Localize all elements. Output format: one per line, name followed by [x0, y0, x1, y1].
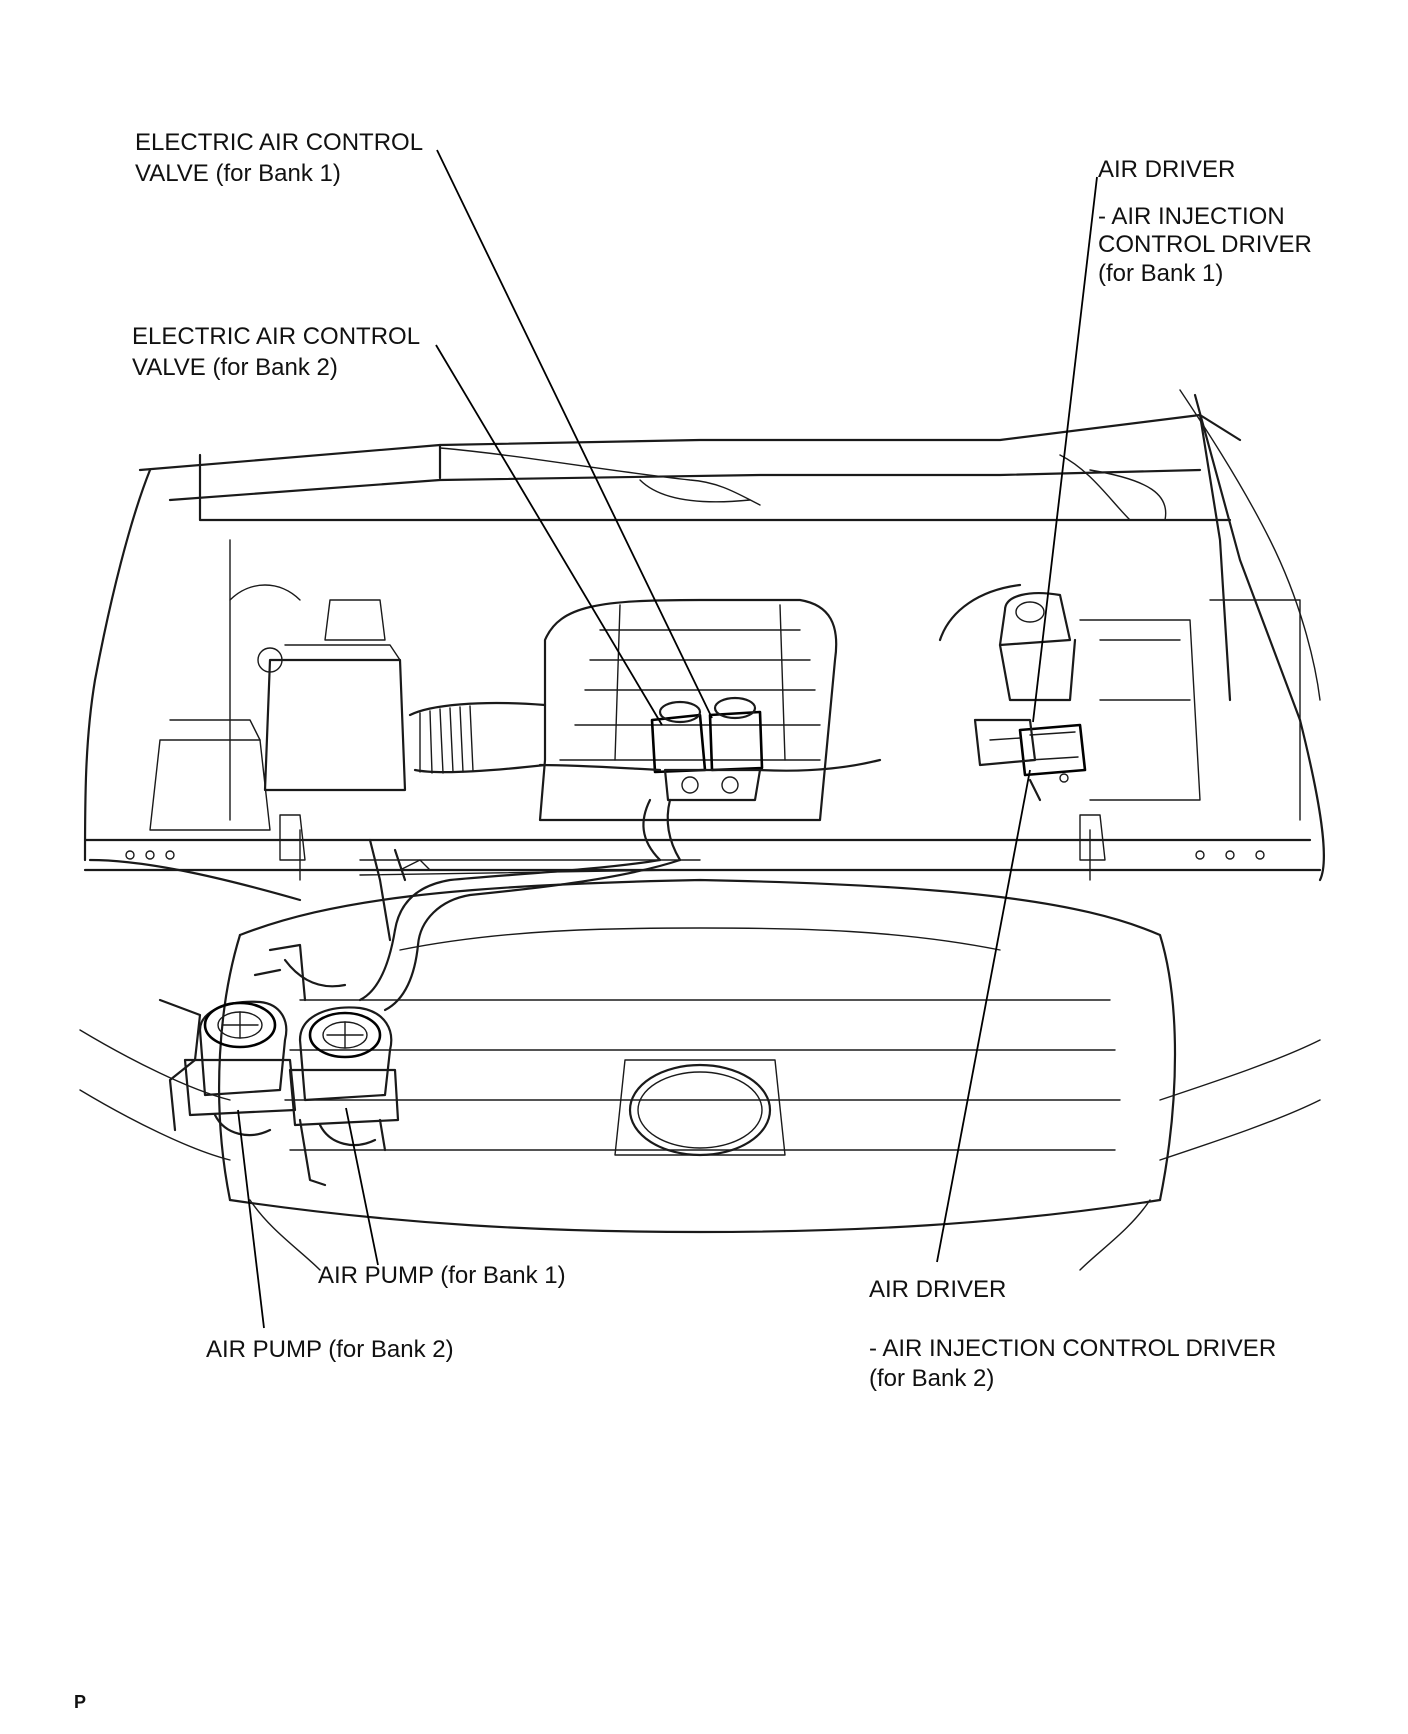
- footer-mark: P: [74, 1692, 87, 1712]
- label-pump-bank1: AIR PUMP (for Bank 1): [318, 1262, 566, 1289]
- label-valve-bank1-line2: VALVE (for Bank 1): [135, 160, 341, 187]
- label-driver-bank1-line2: - AIR INJECTION: [1098, 203, 1285, 230]
- label-driver-bank1-line1: AIR DRIVER: [1098, 156, 1236, 183]
- label-valve-bank2-line1: ELECTRIC AIR CONTROL: [132, 323, 421, 350]
- label-valve-bank2-line2: VALVE (for Bank 2): [132, 354, 338, 381]
- label-pump-bank2: AIR PUMP (for Bank 2): [206, 1336, 454, 1363]
- air-pumps-part: [158, 943, 400, 1187]
- label-driver-bank2-line1: AIR DRIVER: [869, 1276, 1007, 1303]
- label-driver-bank1-line4: (for Bank 1): [1098, 260, 1224, 287]
- label-driver-bank2-line3: (for Bank 2): [869, 1365, 995, 1392]
- label-driver-bank1-line3: CONTROL DRIVER: [1098, 231, 1312, 258]
- grille: [79, 878, 1321, 1271]
- label-valve-bank1-line1: ELECTRIC AIR CONTROL: [135, 129, 424, 156]
- air-driver-bank1-part: [973, 718, 1087, 802]
- radiator-support: [83, 814, 1322, 881]
- air-hoses: [358, 798, 701, 1012]
- label-driver-bank2-line2: - AIR INJECTION CONTROL DRIVER: [869, 1335, 1277, 1362]
- fender-outline: [83, 468, 1325, 902]
- battery-area: [149, 584, 301, 831]
- brake-reservoir: [938, 583, 1201, 801]
- air-control-valves-part: [538, 696, 882, 802]
- leader-lines: [237, 149, 1098, 1329]
- hood-outline: [138, 389, 1321, 722]
- engine-intake: [538, 598, 838, 822]
- air-intake-duct: [263, 599, 547, 792]
